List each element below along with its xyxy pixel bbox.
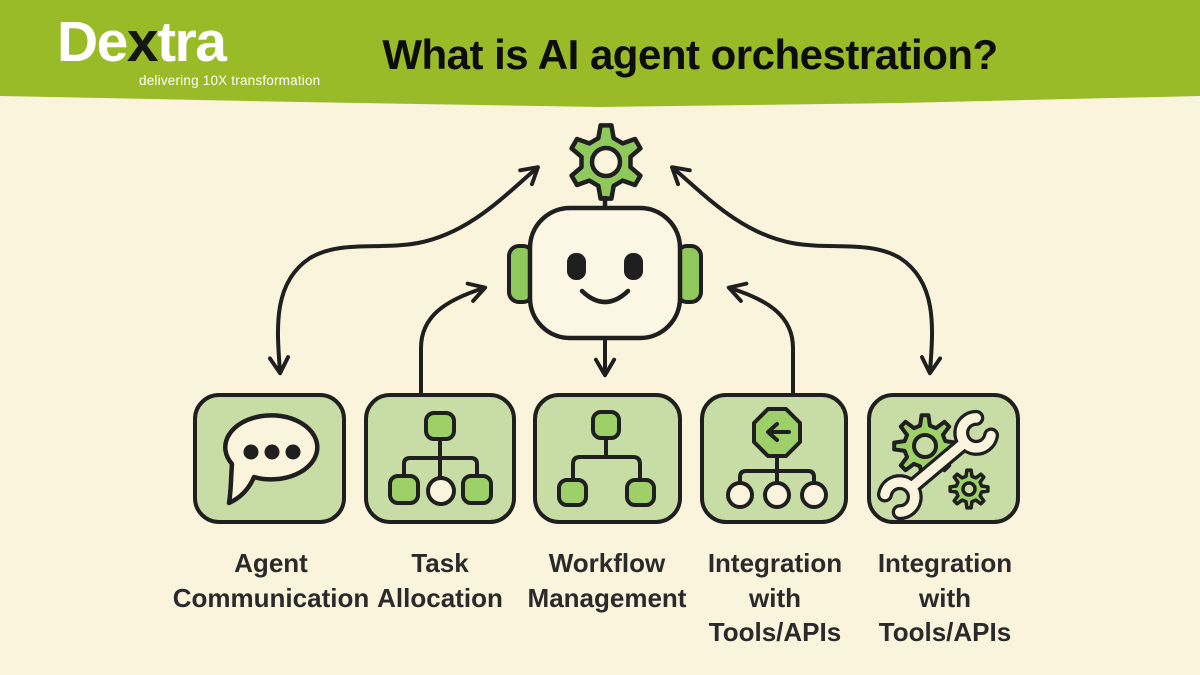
page-title: What is AI agent orchestration? bbox=[382, 31, 998, 78]
logo-x-letter: x bbox=[126, 10, 159, 74]
arrow-gear-to-agent-communication bbox=[267, 165, 540, 376]
arrow-gear-to-integration2 bbox=[670, 165, 943, 376]
robot-left-eye bbox=[567, 253, 586, 280]
robot-smile bbox=[579, 288, 631, 305]
octagon-arrow-icon bbox=[726, 407, 828, 509]
gears-wrench-icon bbox=[876, 409, 1000, 521]
wrench-icon bbox=[876, 409, 1000, 521]
robot-face-icon bbox=[507, 196, 703, 341]
flow-tree-icon bbox=[557, 410, 656, 507]
dextra-logo: Dextra delivering 10X transformation bbox=[57, 14, 320, 88]
logo-tagline: delivering 10X transformation bbox=[139, 73, 321, 88]
chat-bubble-icon bbox=[223, 413, 320, 506]
robot-head bbox=[527, 205, 683, 341]
arrow-integration1-to-robot bbox=[726, 281, 795, 394]
robot-right-eye bbox=[624, 253, 643, 280]
header-banner bbox=[0, 0, 1200, 107]
connector-arrows bbox=[267, 165, 943, 394]
logo-wordmark: Dextra bbox=[57, 10, 227, 74]
gear-icon bbox=[569, 123, 643, 201]
arrow-task-allocation-to-robot bbox=[419, 281, 488, 394]
org-chart-icon bbox=[388, 411, 493, 506]
